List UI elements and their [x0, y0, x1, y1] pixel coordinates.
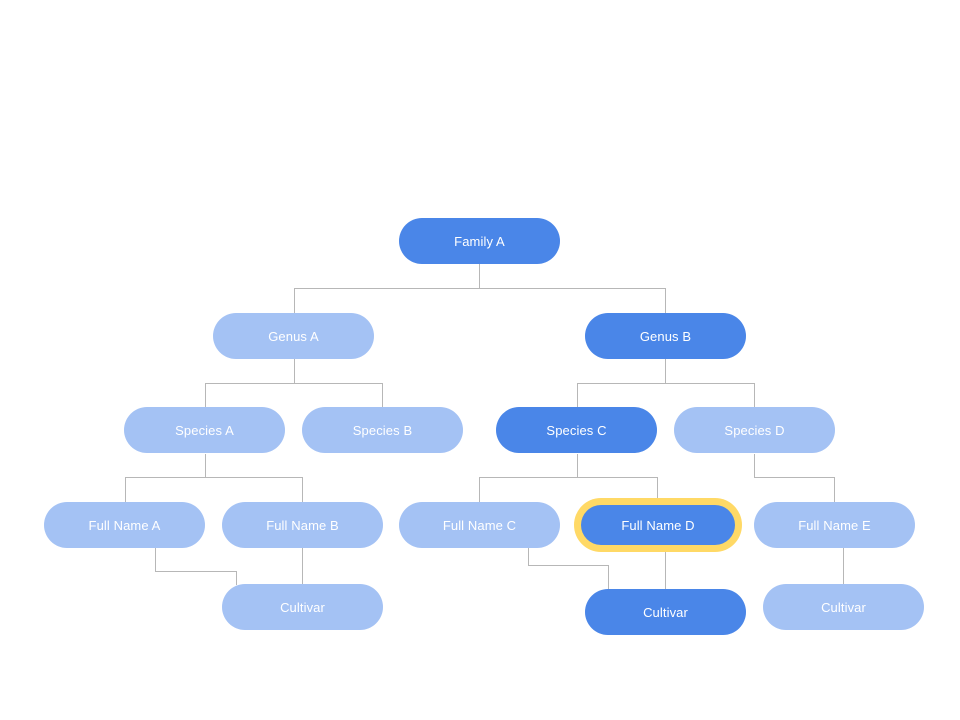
node-label: Cultivar [280, 599, 325, 615]
node-label: Species D [724, 422, 785, 438]
node-species-c[interactable]: Species C [496, 407, 657, 453]
node-label: Cultivar [643, 604, 688, 620]
connector-genus-a-species [205, 359, 295, 408]
connector-species-c-full-name-d [577, 477, 658, 500]
connector-family-a-genus-b [479, 288, 666, 313]
node-species-d[interactable]: Species D [674, 407, 835, 453]
node-label: Full Name B [266, 517, 339, 533]
node-label: Genus B [639, 328, 692, 344]
node-full-name-d[interactable]: Full Name D [581, 505, 735, 545]
connector-species-a-full-names [125, 454, 206, 502]
node-label: Species B [352, 422, 413, 438]
node-genus-b[interactable]: Genus B [585, 313, 746, 359]
node-cultivar-c[interactable]: Cultivar [763, 584, 924, 630]
node-full-name-a[interactable]: Full Name A [44, 502, 205, 548]
node-genus-a[interactable]: Genus A [213, 313, 374, 359]
node-label: Cultivar [821, 599, 866, 615]
node-label: Full Name C [442, 517, 517, 533]
connector-genus-b-species-d [665, 383, 755, 408]
connector-genus-a-species-b [294, 383, 383, 408]
node-label: Family A [454, 233, 505, 249]
node-label: Genus A [268, 328, 319, 344]
connector-species-a-full-name-b [205, 477, 303, 502]
connector-species-c-full-names [479, 454, 578, 502]
connector-species-d-full-name-e [754, 454, 835, 502]
node-species-b[interactable]: Species B [302, 407, 463, 453]
connector-full-name-a-cultivar [155, 548, 237, 585]
node-full-name-e[interactable]: Full Name E [754, 502, 915, 548]
node-family-a[interactable]: Family A [399, 218, 560, 264]
connector-genus-b-species [577, 359, 666, 408]
node-label: Full Name D [621, 517, 695, 533]
node-full-name-b[interactable]: Full Name B [222, 502, 383, 548]
node-label: Species A [175, 422, 234, 438]
node-species-a[interactable]: Species A [124, 407, 285, 453]
connector-full-name-c-cultivar [528, 548, 609, 590]
node-label: Full Name E [798, 517, 871, 533]
node-cultivar-b[interactable]: Cultivar [585, 589, 746, 635]
node-full-name-c[interactable]: Full Name C [399, 502, 560, 548]
node-label: Full Name A [88, 517, 161, 533]
connector-family-a-genera [294, 264, 480, 313]
node-cultivar-a[interactable]: Cultivar [222, 584, 383, 630]
node-label: Species C [546, 422, 607, 438]
